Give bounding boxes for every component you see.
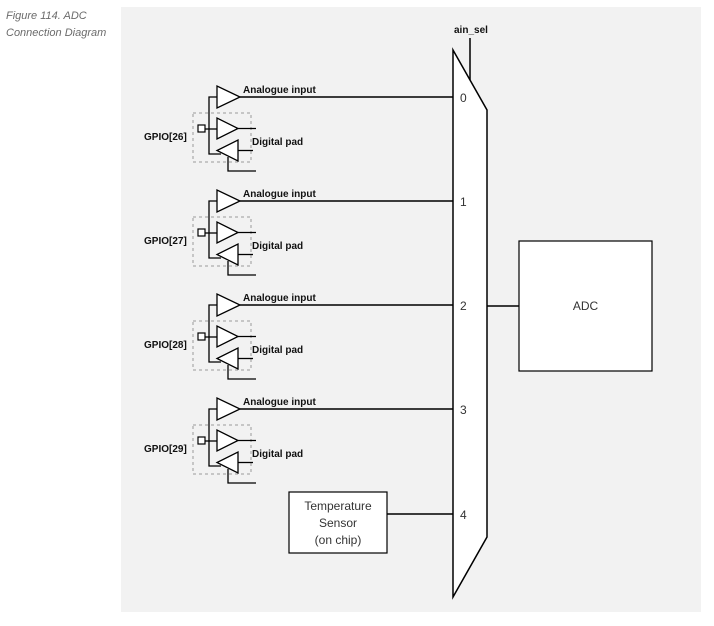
output-enable-wire	[227, 365, 256, 380]
temperature-sensor-line-1: Temperature	[304, 499, 372, 513]
pad-square	[197, 124, 206, 133]
output-enable-wire	[227, 469, 256, 484]
gpio-label: GPIO[29]	[144, 444, 187, 455]
multiplexer	[452, 47, 488, 600]
figure-number: Figure 114. ADC	[6, 10, 87, 22]
mux-input-label: 2	[460, 299, 467, 313]
temperature-sensor-box	[288, 491, 388, 554]
temperature-sensor-line-2: Sensor	[319, 516, 357, 530]
pad-trunk	[208, 304, 221, 363]
gpio-label: GPIO[28]	[144, 340, 187, 351]
input-buffer	[216, 428, 240, 453]
input-buffer	[216, 324, 240, 349]
mux-input-4-label: 4	[460, 508, 467, 522]
temperature-sensor-line-3: (on chip)	[315, 533, 362, 547]
analogue-buffer	[216, 84, 242, 110]
pad-trunk	[208, 408, 221, 467]
analogue-input-label: Analogue input	[243, 397, 316, 408]
analogue-buffer	[216, 188, 242, 214]
pad-square	[197, 332, 206, 341]
figure-title: Connection Diagram	[6, 27, 107, 39]
input-buffer	[216, 116, 240, 141]
ain-sel-label: ain_sel	[454, 25, 488, 36]
gpio-label: GPIO[26]	[144, 132, 187, 143]
output-enable-wire	[227, 261, 256, 276]
pad-square	[197, 436, 206, 445]
adc-label: ADC	[573, 299, 599, 313]
pad-square	[197, 228, 206, 237]
adc-block	[518, 240, 653, 372]
mux-input-label: 1	[460, 195, 467, 209]
gpio-label: GPIO[27]	[144, 236, 187, 247]
digital-pad-label: Digital pad	[252, 241, 303, 252]
pad-trunk	[208, 200, 221, 259]
analogue-input-label: Analogue input	[243, 189, 316, 200]
mux-input-label: 0	[460, 91, 467, 105]
digital-pad-label: Digital pad	[252, 137, 303, 148]
figure-caption: Figure 114. ADC Connection Diagram	[6, 8, 116, 42]
analogue-input-label: Analogue input	[243, 85, 316, 96]
analogue-input-label: Analogue input	[243, 293, 316, 304]
temperature-sensor: Temperature Sensor (on chip) 4	[288, 491, 467, 554]
digital-pad-label: Digital pad	[252, 449, 303, 460]
analogue-buffer	[216, 292, 242, 318]
input-buffer	[216, 220, 240, 245]
mux-input-label: 3	[460, 403, 467, 417]
digital-pad-label: Digital pad	[252, 345, 303, 356]
output-enable-wire	[227, 157, 256, 172]
analogue-buffer	[216, 396, 242, 422]
pad-trunk	[208, 96, 221, 155]
